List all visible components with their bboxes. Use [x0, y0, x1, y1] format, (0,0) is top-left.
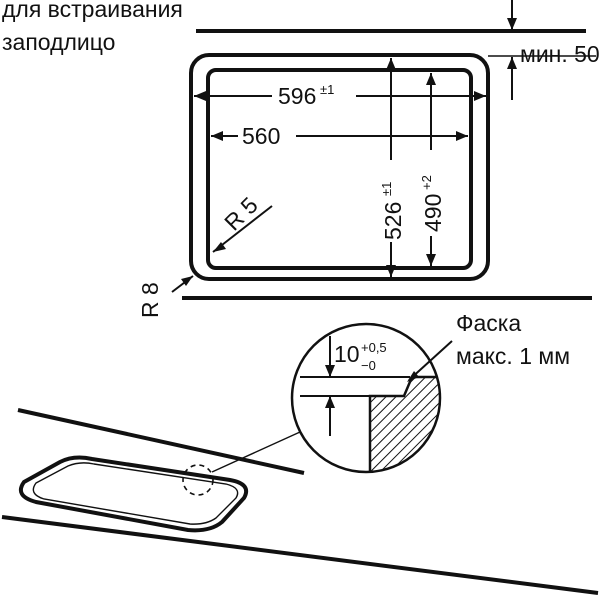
- outer-depth-tolerance: ±1: [379, 182, 394, 196]
- detail-leader-line: [211, 431, 301, 473]
- min-distance-dimension: мин. 50: [488, 0, 600, 100]
- outer-width-value: 596: [278, 83, 316, 109]
- inner-depth-tolerance: +2: [419, 175, 434, 190]
- outer-width-dimension: 596 ±1: [194, 80, 486, 109]
- cutout-perspective-inner: [32, 462, 239, 525]
- chamfer-label-line1: Фаска: [456, 310, 521, 336]
- detail-magnifier: 10 +0,5 −0 Фаска макс. 1 мм: [290, 310, 570, 474]
- install-note-line2: заподлицо: [2, 29, 115, 55]
- chamfer-callout: Фаска макс. 1 мм: [407, 310, 570, 382]
- inner-width-dimension: 560: [211, 122, 468, 150]
- inner-depth-dimension: 490 +2: [416, 73, 446, 266]
- outer-cutout-outline: [189, 53, 490, 281]
- step-tol-upper: +0,5: [361, 340, 387, 355]
- step-tol-lower: −0: [361, 358, 376, 373]
- countertop-back-line: [17, 408, 305, 475]
- outer-radius-label: R 8: [137, 282, 163, 318]
- inner-depth-value: 490: [420, 194, 446, 232]
- inner-radius-callout: R 5: [212, 192, 273, 253]
- cutout-perspective: [19, 455, 249, 533]
- top-view: 596 ±1 560 526 ±1 490 +2: [2, 0, 600, 318]
- outer-width-tolerance: ±1: [320, 82, 334, 97]
- chamfer-label-line2: макс. 1 мм: [456, 343, 570, 369]
- step-dimension: 10 +0,5 −0: [325, 336, 387, 436]
- perspective-view: [1, 408, 599, 595]
- outer-radius-callout: R 8: [137, 275, 194, 318]
- inner-radius-label: R 5: [219, 192, 263, 236]
- countertop-front-line: [1, 515, 599, 595]
- outer-depth-value: 526: [380, 202, 406, 240]
- install-note-line1: для встраивания: [2, 0, 183, 22]
- inner-cutout-outline: [206, 68, 473, 270]
- min-distance-label: мин. 50: [520, 41, 600, 67]
- outer-depth-dimension: 526 ±1: [376, 58, 406, 277]
- detail-marker-circle: [182, 464, 214, 496]
- inner-width-value: 560: [242, 123, 280, 149]
- step-value: 10: [334, 341, 360, 367]
